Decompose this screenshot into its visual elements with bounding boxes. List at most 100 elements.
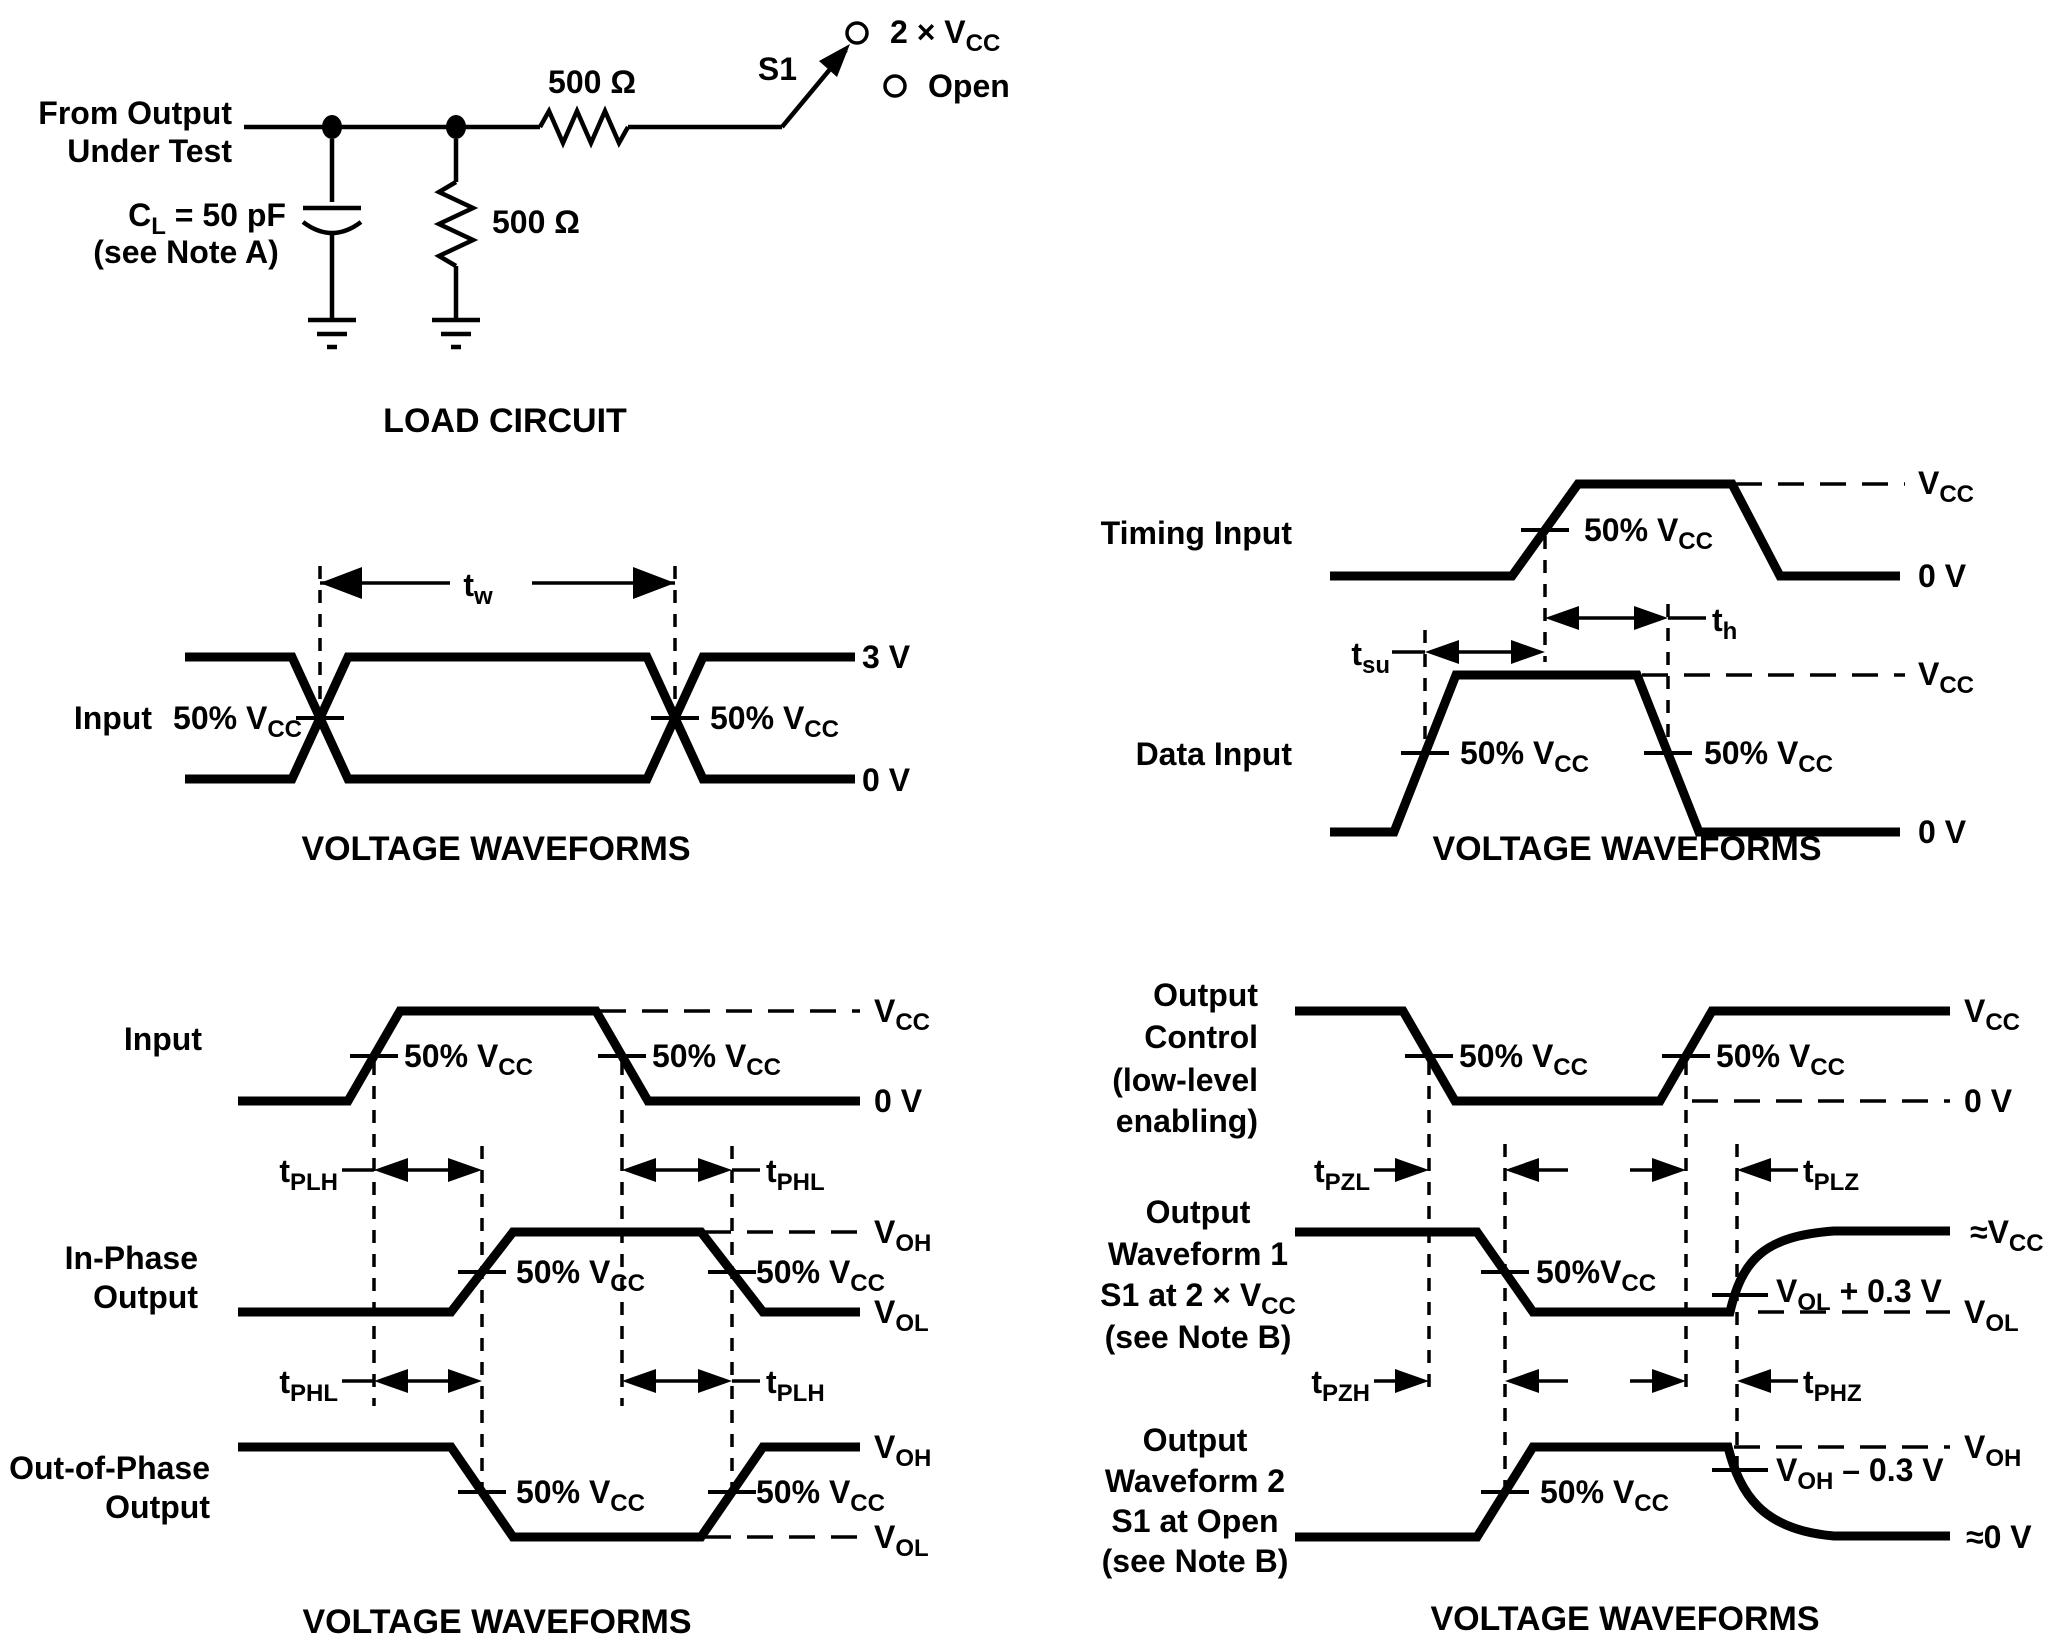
waveform2-label: Output (1143, 1422, 1248, 1458)
tphl-label: tPHL (766, 1153, 825, 1196)
level-voh-label: VOH (874, 1214, 931, 1257)
level-vcc-label: VCC (874, 993, 930, 1036)
arrowhead-right-icon (633, 567, 675, 599)
out-of-phase-label: Output (105, 1489, 210, 1525)
waveform1-label: Waveform 1 (1108, 1236, 1288, 1272)
voltage-waveforms-title: VOLTAGE WAVEFORMS (301, 830, 690, 868)
pct50-label: 50% VCC (1584, 512, 1713, 555)
level-0v-label: 0 V (862, 762, 911, 798)
ground-icon (308, 317, 356, 350)
load-circuit-title: LOAD CIRCUIT (383, 402, 627, 440)
output-control-label: Control (1144, 1019, 1258, 1055)
level-voh-label: VOH (1964, 1429, 2021, 1472)
arrowhead-left-icon (1737, 1369, 1771, 1393)
node-dot (446, 115, 466, 139)
waveform2-label: (see Note B) (1102, 1543, 1289, 1579)
waveform1-label: (see Note B) (1105, 1319, 1292, 1355)
tplh-label: tPLH (766, 1364, 825, 1407)
arrowhead-right-icon (698, 1158, 732, 1182)
voltage-waveforms-title: VOLTAGE WAVEFORMS (1430, 1600, 1819, 1638)
data-input-waveform (1330, 670, 1900, 837)
level-3v-label: 3 V (862, 639, 911, 675)
timing-input-label: Timing Input (1101, 515, 1293, 551)
level-vcc-label: VCC (1918, 465, 1974, 508)
switch-pos-open-label: Open (928, 68, 1010, 104)
series-resistor-icon (538, 105, 630, 149)
tplh-label: tPLH (279, 1153, 338, 1196)
level-0v-label: 0 V (1918, 558, 1967, 594)
pct50-label: 50% VCC (756, 1254, 885, 1297)
output-control-label: Output (1153, 977, 1258, 1013)
tpzh-label: tPZH (1311, 1364, 1370, 1407)
arrowhead-left-icon (1505, 1369, 1539, 1393)
waveform1-label: S1 at 2 × VCC (1100, 1277, 1296, 1320)
level-0v-label: 0 V (1918, 814, 1967, 850)
arrowhead-right-icon (448, 1158, 482, 1182)
switch-pos-open-pin (883, 74, 907, 98)
arrowhead-right-icon (1652, 1369, 1686, 1393)
arrowhead-right-icon (1395, 1158, 1429, 1182)
load-circuit-panel: From Output Under Test 500 Ω CL = 50 pF … (38, 14, 1010, 440)
switch-label: S1 (758, 51, 797, 87)
timing-input-waveform (1330, 479, 1900, 581)
input-waveform (238, 1006, 860, 1106)
input-label: Input (124, 1021, 203, 1057)
pct50-label: 50% VCC (1460, 735, 1589, 778)
tphl-label: tPHL (279, 1364, 338, 1407)
arrowhead-left-icon (320, 567, 362, 599)
pct50-label: 50% VCC (516, 1254, 645, 1297)
output-control-label: enabling) (1116, 1103, 1258, 1139)
pct50-label: 50% VCC (1716, 1038, 1845, 1081)
level-approx-vcc-label: ≈VCC (1970, 1214, 2044, 1257)
arrowhead-right-icon (1652, 1158, 1686, 1182)
pct50-label: 50% VCC (652, 1038, 781, 1081)
arrowhead-left-icon (1737, 1158, 1771, 1182)
out-of-phase-output-waveform (238, 1442, 860, 1542)
pct50-label: 50% VCC (710, 700, 839, 743)
output-control-waveform (1295, 1006, 1950, 1106)
enable-disable-panel: Output Control (low-level enabling) 50% … (1100, 977, 2043, 1638)
level-vcc-label: VCC (1964, 993, 2020, 1036)
level-vol-label: VOL (1964, 1294, 2019, 1337)
arrowhead-left-icon (622, 1158, 656, 1182)
level-vol-label: VOL (874, 1519, 929, 1562)
level-voh-label: VOH (874, 1429, 931, 1472)
pulse-duration-panel: tw Input 50% VCC 50% VCC 3 V 0 V VOLTAGE… (74, 566, 911, 868)
switch-pos-2vcc-label: 2 × VCC (890, 14, 1000, 57)
waveform1-label: Output (1146, 1194, 1251, 1230)
data-input-label: Data Input (1136, 736, 1293, 772)
under-test-label: Under Test (67, 133, 232, 169)
node-dot (322, 115, 342, 139)
tw-label: tw (463, 567, 493, 610)
cap-value-label: CL = 50 pF (128, 197, 286, 240)
arrowhead-left-icon (374, 1158, 408, 1182)
in-phase-output-waveform (238, 1227, 860, 1317)
level-0v-label: 0 V (874, 1083, 923, 1119)
setup-hold-panel: Timing Input 50% VCC VCC 0 V tsu th Data… (1101, 465, 1974, 868)
level-vol-label: VOL (874, 1294, 929, 1337)
voh-minus-label: VOH – 0.3 V (1776, 1452, 1944, 1495)
pct50-label: 50% VCC (1540, 1474, 1669, 1517)
input-label: Input (74, 700, 153, 736)
level-approx-0v-label: ≈0 V (1966, 1519, 2032, 1555)
capacitor-icon (301, 220, 363, 236)
in-phase-label: Output (93, 1279, 198, 1315)
voltage-waveforms-title: VOLTAGE WAVEFORMS (1432, 830, 1821, 868)
from-output-label: From Output (38, 95, 232, 131)
arrowhead-right-icon (448, 1369, 482, 1393)
arrowhead-left-icon (1505, 1158, 1539, 1182)
pct50-label: 50% VCC (1459, 1038, 1588, 1081)
pct50-label: 50% VCC (516, 1474, 645, 1517)
series-resistor-label: 500 Ω (548, 64, 636, 100)
tsu-label: tsu (1351, 636, 1390, 679)
pulse-waveform-b (185, 652, 855, 784)
arrowhead-left-icon (1545, 606, 1579, 630)
propagation-delay-panel: Input 50% VCC 50% VCC VCC 0 V tPLH tPHL … (9, 993, 931, 1639)
tpzl-label: tPZL (1314, 1153, 1370, 1196)
shunt-resistor-icon (433, 180, 479, 268)
output-waveform2 (1295, 1442, 1950, 1542)
pct50-label: 50% VCC (1704, 735, 1833, 778)
voltage-waveforms-title: VOLTAGE WAVEFORMS (302, 1603, 691, 1639)
